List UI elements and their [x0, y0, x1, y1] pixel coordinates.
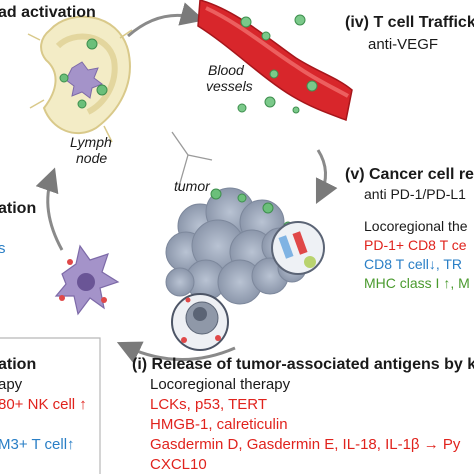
node-label: node — [76, 150, 108, 166]
release-red-item-4: CXCL10 — [150, 456, 207, 473]
t-cell-icon — [271, 221, 325, 275]
divider-lines — [171, 131, 213, 191]
trafficking-title: (iv) T cell Traffickin — [345, 14, 474, 31]
release-red-item-2: HMGB-1, calreticulin — [150, 416, 288, 433]
presentation-title: ation — [0, 200, 37, 217]
recognition-red-item: PD-1+ CD8 T ce — [364, 237, 467, 253]
cycle-arrow-icon — [35, 2, 338, 364]
priming-blue-item: M3+ T cell↑ — [0, 436, 75, 453]
dendritic-cell-icon — [54, 244, 120, 316]
lymph-label: Lymph — [70, 134, 112, 150]
recognition-title: (v) Cancer cell rec — [345, 166, 474, 183]
tumor-label: tumor — [174, 178, 210, 194]
priming-red-item: 80+ NK cell ↑ — [0, 396, 87, 413]
priming-sub: apy — [0, 376, 23, 393]
blood-label: Blood — [208, 62, 244, 78]
recognition-blue-item: CD8 T cell↓, TR — [364, 256, 463, 272]
box-outline — [0, 337, 101, 474]
priming-title: ation — [0, 356, 37, 373]
presentation-blue-item: s — [0, 240, 6, 257]
blood-vessel-icon — [197, 0, 353, 122]
release-sub: Locoregional therapy — [150, 376, 291, 393]
lymph-node-icon — [27, 15, 133, 143]
release-red-item-3: Gasdermin D, Gasdermin E, IL-18, IL-1β →… — [150, 436, 461, 453]
vessels-label: vessels — [206, 78, 253, 94]
recognition-sub: anti PD-1/PD-L1 — [364, 186, 466, 202]
recognition-green-item: MHC class I ↑, M — [364, 275, 470, 291]
dying-tumor-cell-icon — [171, 293, 229, 351]
tumor-icon — [165, 187, 307, 305]
lymph-node-activation-title: ad activation — [0, 4, 96, 21]
trafficking-sub: anti-VEGF — [368, 36, 439, 53]
release-red-item-1: LCKs, p53, TERT — [150, 396, 267, 413]
release-title: (i) Release of tumor-associated antigens… — [132, 356, 474, 373]
recognition-locoregional: Locoregional the — [364, 218, 468, 234]
